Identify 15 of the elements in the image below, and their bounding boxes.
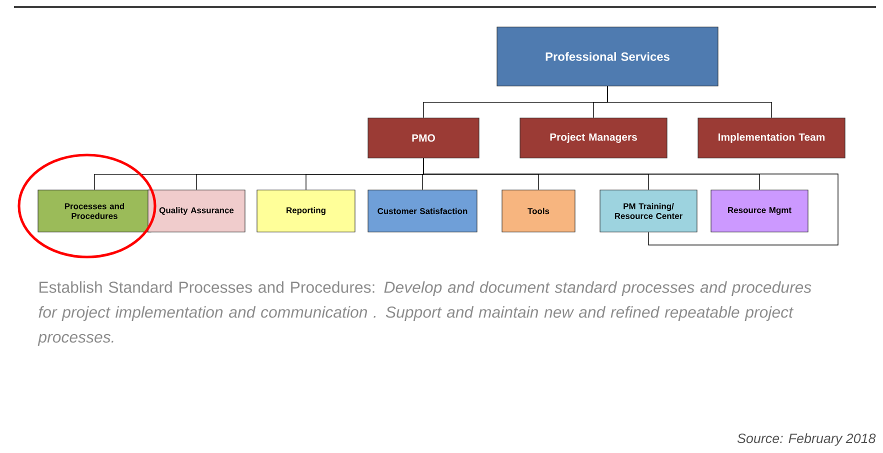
org-box: Tools	[502, 190, 576, 232]
org-box: Implementation Team	[698, 118, 846, 158]
org-box: PM Training/ Resource Center	[600, 190, 698, 232]
org-box: Quality Assurance	[148, 190, 246, 232]
org-box: Resource Mgmt	[710, 190, 808, 232]
org-box: Professional Services	[496, 26, 718, 86]
org-box: Project Managers	[520, 118, 668, 158]
org-box: Customer Satisfaction	[368, 190, 478, 232]
description-text: Establish Standard Processes and Procedures: Develop and document standard processes and procedures for project implementation and communication . Support and maintain new and refined repeatable project processes.	[38, 281, 812, 346]
org-box: Processes and Procedures	[38, 190, 152, 232]
org-box: PMO	[368, 118, 480, 158]
connector-line	[607, 86, 772, 118]
org-box: Reporting	[256, 190, 356, 232]
connector-line	[423, 158, 838, 246]
source-note: Source: February 2018	[737, 433, 876, 446]
